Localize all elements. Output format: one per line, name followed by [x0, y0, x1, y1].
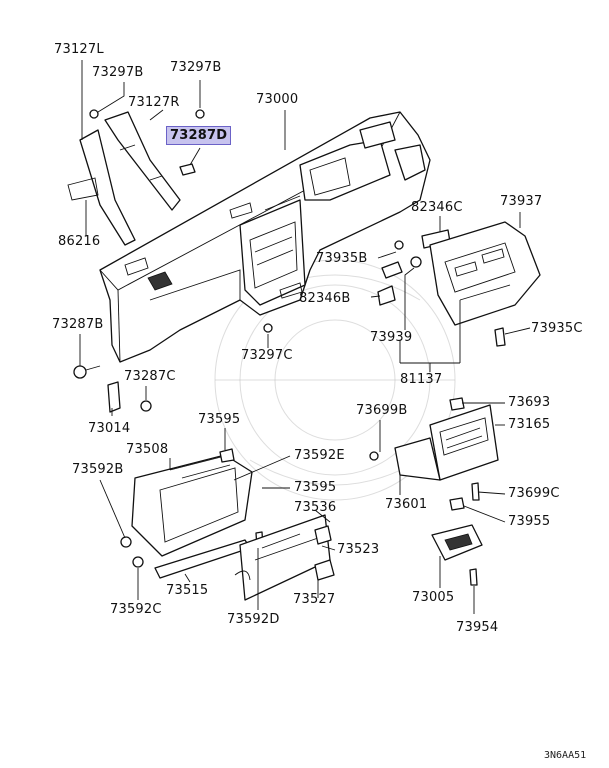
label-73127L: 73127L	[54, 42, 104, 57]
label-73127R: 73127R	[128, 95, 180, 110]
label-73954: 73954	[456, 620, 499, 635]
label-73508: 73508	[126, 442, 169, 457]
label-73939: 73939	[370, 330, 413, 345]
label-73693: 73693	[508, 395, 551, 410]
glove-box-73508	[131, 448, 253, 557]
label-73536: 73536	[294, 500, 337, 515]
label-73601: 73601	[385, 497, 428, 512]
radio-bezel-73165	[394, 404, 499, 481]
label-73297C: 73297C	[241, 348, 293, 363]
label-73515: 73515	[166, 583, 209, 598]
dashboard-panel	[99, 111, 431, 363]
label-73165: 73165	[508, 417, 551, 432]
lower-trim-panels	[154, 514, 335, 601]
watermark-emblem	[214, 259, 456, 501]
label-73527: 73527	[293, 592, 336, 607]
label-73287B: 73287B	[52, 317, 104, 332]
label-73287C: 73287C	[124, 369, 176, 384]
label-73935B: 73935B	[316, 251, 368, 266]
label-73297B-a: 73297B	[92, 65, 144, 80]
label-73592E: 73592E	[294, 448, 345, 463]
label-73592B: 73592B	[72, 462, 124, 477]
leader-lines	[79, 60, 531, 614]
label-73595-a: 73595	[198, 412, 241, 427]
label-73699C: 73699C	[508, 486, 560, 501]
center-panel-73937	[429, 221, 541, 326]
label-73935C: 73935C	[531, 321, 583, 336]
label-73595-b: 73595	[294, 480, 337, 495]
label-73014: 73014	[88, 421, 131, 436]
label-73592C: 73592C	[110, 602, 162, 617]
label-82346C: 82346C	[411, 200, 463, 215]
label-73000: 73000	[256, 92, 299, 107]
label-82346B: 82346B	[299, 291, 351, 306]
label-73287D-highlighted[interactable]: 73287D	[166, 126, 232, 145]
label-86216: 86216	[58, 234, 101, 249]
label-73955: 73955	[508, 514, 551, 529]
label-73592D: 73592D	[227, 612, 280, 627]
label-73005: 73005	[412, 590, 455, 605]
label-73523: 73523	[337, 542, 380, 557]
bracket-73014	[107, 381, 121, 413]
label-73297B-b: 73297B	[170, 60, 222, 75]
ashtray-73005	[431, 524, 483, 561]
diagram-code: 3N6AA51	[544, 750, 587, 761]
label-73699B: 73699B	[356, 403, 408, 418]
label-81137: 81137	[400, 372, 443, 387]
label-73937: 73937	[500, 194, 543, 209]
bracket-left-right	[67, 111, 181, 246]
